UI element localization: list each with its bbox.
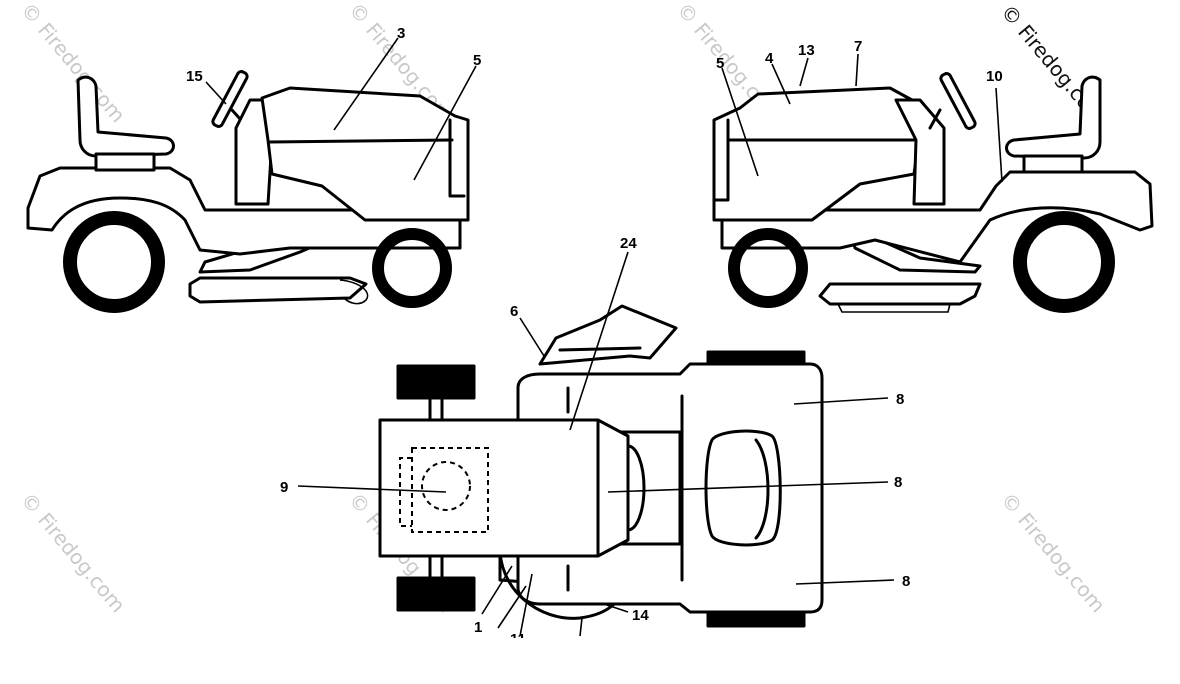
rear-wheel bbox=[63, 211, 165, 313]
seat bbox=[1005, 75, 1102, 160]
mower-deck bbox=[818, 282, 982, 306]
engine-outline bbox=[411, 447, 489, 533]
hood bbox=[712, 86, 922, 222]
steering-wheel bbox=[211, 70, 249, 128]
hood-line bbox=[268, 138, 454, 144]
callout-labels: 3 5 15 5 4 13 7 10 24 6 8 8 8 9 1 11 14 bbox=[186, 25, 1003, 648]
watermark: © Firedog.com bbox=[16, 488, 130, 617]
front-tire-bottom bbox=[396, 576, 476, 612]
rear-wheel bbox=[1013, 211, 1115, 313]
chute-line bbox=[558, 346, 642, 352]
mower-deck bbox=[188, 276, 368, 304]
seat-base bbox=[1022, 154, 1084, 174]
callout-8: 8 bbox=[902, 573, 910, 590]
callout-3: 3 bbox=[397, 25, 405, 42]
callout-1: 1 bbox=[474, 619, 482, 636]
tractor-right-side-view bbox=[712, 72, 1154, 313]
front-wheel bbox=[728, 228, 808, 308]
callout-5: 5 bbox=[716, 55, 724, 72]
hood bbox=[260, 86, 470, 222]
watermark: © Firedog.com bbox=[996, 488, 1110, 617]
hood-top bbox=[378, 418, 630, 558]
callout-5: 5 bbox=[473, 52, 481, 69]
grille-edge bbox=[712, 118, 730, 202]
front-wheel bbox=[372, 228, 452, 308]
callout-14: 14 bbox=[632, 607, 649, 624]
seat-base bbox=[94, 152, 156, 172]
engine-side bbox=[399, 457, 412, 527]
tractor-left-side-view bbox=[26, 70, 470, 313]
front-axle-top bbox=[428, 396, 444, 422]
front-axle-bottom bbox=[428, 556, 444, 580]
callout-15: 15 bbox=[186, 68, 203, 85]
seat bbox=[76, 75, 175, 158]
callout-4: 4 bbox=[765, 50, 774, 67]
seat-top bbox=[704, 429, 782, 547]
front-tire-top bbox=[396, 364, 476, 400]
callout-8: 8 bbox=[894, 474, 902, 491]
callout-7: 7 bbox=[854, 38, 862, 55]
steering-wheel bbox=[939, 72, 977, 130]
callout-10: 10 bbox=[986, 68, 1003, 85]
watermark: © Firedog.com bbox=[16, 0, 130, 127]
grille-edge bbox=[448, 118, 466, 198]
steering-column bbox=[928, 108, 942, 130]
callout-6: 6 bbox=[510, 303, 518, 320]
engine-cap bbox=[421, 461, 471, 511]
callout-13: 13 bbox=[798, 42, 815, 59]
callout-9: 9 bbox=[280, 479, 288, 496]
callout-8: 8 bbox=[896, 391, 904, 408]
rear-tire-bottom bbox=[706, 610, 806, 628]
bottom-crop bbox=[0, 638, 1180, 684]
tractor-top-view bbox=[378, 304, 824, 628]
deck-chute bbox=[339, 279, 369, 305]
seat-back bbox=[754, 438, 770, 540]
deck-skirt bbox=[836, 303, 952, 313]
callout-24: 24 bbox=[620, 235, 637, 252]
leader-lines bbox=[205, 37, 1003, 637]
